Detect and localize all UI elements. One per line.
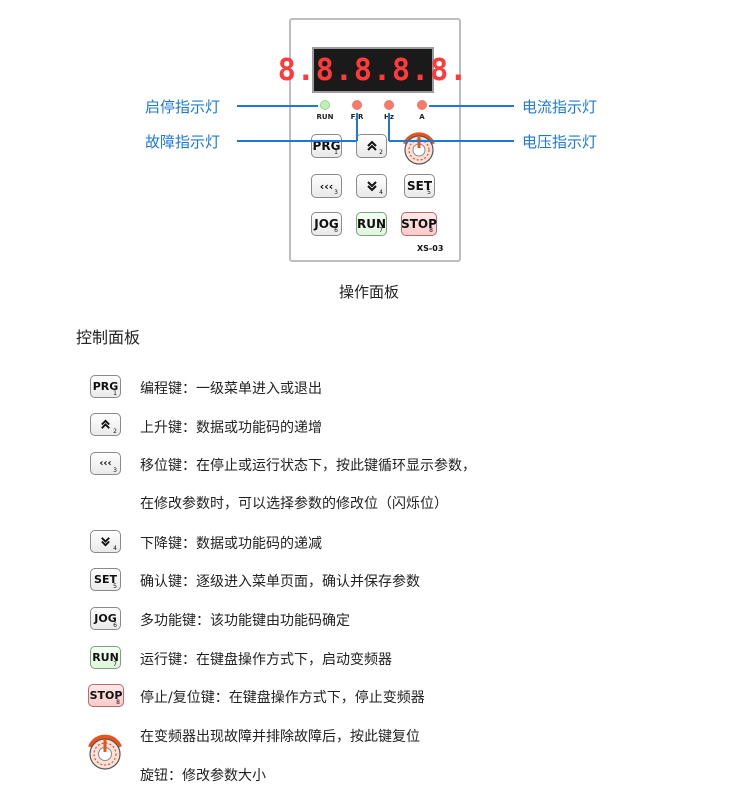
legend-jog-text: 多功能键：该功能键由功能码确定: [140, 613, 350, 629]
legend-knob: [84, 728, 126, 774]
run-indicator-line: [237, 105, 318, 107]
double-chevron-down-icon: [101, 537, 110, 547]
legend-jog-key: JOG 6: [90, 607, 121, 630]
legend-down-key: 4: [90, 530, 121, 553]
voltage-indicator-callout: 电压指示灯: [522, 133, 598, 151]
legend-stop-key: STOP 8: [88, 684, 124, 707]
panel-caption: 操作面板: [339, 283, 400, 301]
set-key[interactable]: SET 5: [404, 174, 435, 198]
voltage-indicator-line: [389, 140, 514, 142]
fault-indicator-line-vertical: [356, 113, 358, 141]
legend-down-text: 下降键：数据或功能码的递减: [140, 536, 322, 552]
current-indicator-line: [429, 105, 514, 107]
legend-knob-text-2: 旋钮：修改参数大小: [140, 768, 266, 784]
legend-run-key: RUN 7: [90, 646, 121, 669]
fr-led: [352, 100, 362, 110]
legend-shift-text: 移位键：在停止或运行状态下，按此键循环显示参数，: [140, 458, 476, 474]
down-key[interactable]: 4: [356, 174, 387, 198]
knob-icon: [88, 734, 122, 770]
legend-shift-key: ‹‹‹ 3: [90, 452, 121, 475]
current-indicator-callout: 电流指示灯: [522, 98, 598, 116]
run-key[interactable]: RUN 7: [356, 212, 387, 236]
prg-key[interactable]: PRG 1: [311, 134, 342, 158]
legend-run-text: 运行键：在键盘操作方式下，启动变频器: [140, 652, 392, 668]
run-led: [320, 100, 330, 110]
legend-up-text: 上升键：数据或功能码的递增: [140, 420, 322, 436]
run-indicator-callout: 启停指示灯: [145, 98, 221, 116]
shift-key[interactable]: ‹‹‹ 3: [311, 174, 342, 198]
knob-icon: [403, 132, 435, 165]
legend-up-key: 2: [90, 413, 121, 436]
led-display: 8.8.8.8.8.: [278, 47, 467, 93]
stop-key[interactable]: STOP 8: [401, 212, 437, 236]
legend-set-text: 确认键：逐级进入菜单页面，确认并保存参数: [140, 574, 420, 590]
a-led-label: A: [419, 113, 425, 121]
fault-indicator-callout: 故障指示灯: [145, 133, 221, 151]
double-chevron-down-icon: [366, 181, 377, 192]
legend-knob-text-1: 在变频器出现故障并排除故障后，按此键复位: [140, 729, 420, 745]
up-key[interactable]: 2: [356, 134, 387, 158]
legend-prg-key: PRG 1: [90, 375, 121, 398]
legend-shift-text-2: 在修改参数时，可以选择参数的修改位（闪烁位）: [140, 496, 448, 512]
double-chevron-up-icon: [366, 140, 377, 151]
legend-stop-text: 停止/复位键：在键盘操作方式下，停止变频器: [140, 690, 425, 706]
voltage-indicator-line-vertical: [388, 113, 390, 141]
a-led: [417, 100, 427, 110]
jog-key[interactable]: JOG 6: [311, 212, 342, 236]
legend-prg-text: 编程键：一级菜单进入或退出: [140, 381, 322, 397]
display-digits: 8.8.8.8.8.: [277, 52, 469, 88]
hz-led: [384, 100, 394, 110]
legend-set-key: SET 5: [90, 568, 121, 591]
run-led-label: RUN: [316, 113, 334, 121]
knob[interactable]: [399, 128, 439, 168]
section-title: 控制面板: [76, 328, 141, 347]
double-chevron-up-icon: [101, 419, 110, 429]
fault-indicator-line: [237, 140, 357, 142]
model-label: XS-03: [417, 244, 444, 253]
